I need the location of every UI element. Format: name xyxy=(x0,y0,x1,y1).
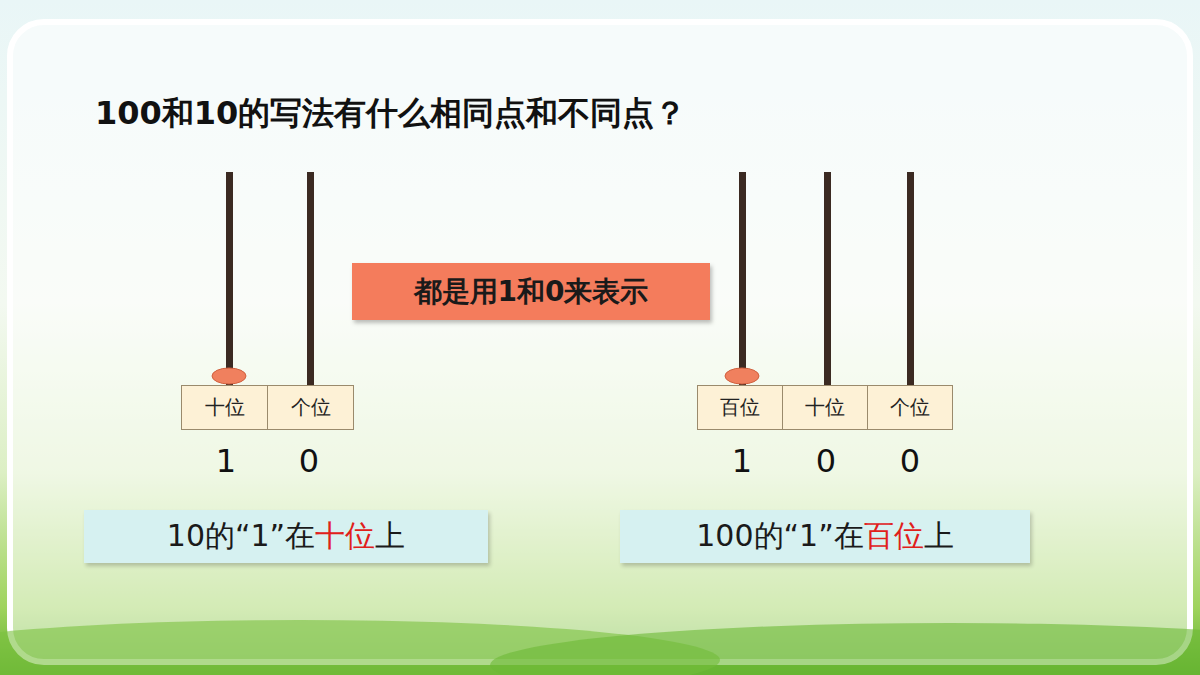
box-text: 个位 xyxy=(291,394,331,421)
box-text: 百位 xyxy=(720,394,760,421)
digit-label: 1 xyxy=(216,442,236,480)
box-text: 十位 xyxy=(805,394,845,421)
box-text: 10的“1”在十位上 xyxy=(167,516,405,557)
grass-hill xyxy=(490,623,1200,675)
abacus-rod xyxy=(307,172,314,385)
place-value-cell: 十位 xyxy=(782,385,868,430)
digit-label: 1 xyxy=(732,442,752,480)
abacus-bead xyxy=(212,368,246,384)
note-box: 100的“1”在百位上 xyxy=(620,510,1030,563)
abacus-rod xyxy=(226,172,233,385)
highlight-text: 十位 xyxy=(315,518,375,553)
note-box: 10的“1”在十位上 xyxy=(84,510,488,563)
abacus-rod xyxy=(907,172,914,385)
slide-panel xyxy=(10,22,1190,662)
box-text: 十位 xyxy=(205,394,245,421)
abacus-bead xyxy=(725,368,759,384)
digit-label: 0 xyxy=(900,442,920,480)
summary-box: 都是用1和0来表示 xyxy=(352,263,710,320)
place-value-cell: 十位 xyxy=(181,385,268,430)
box-text: 都是用1和0来表示 xyxy=(414,273,649,311)
place-value-cell: 个位 xyxy=(867,385,953,430)
digit-label: 0 xyxy=(816,442,836,480)
abacus-rod xyxy=(824,172,831,385)
box-text: 100的“1”在百位上 xyxy=(696,516,953,557)
digit-label: 0 xyxy=(299,442,319,480)
box-text: 个位 xyxy=(890,394,930,421)
place-value-cell: 个位 xyxy=(267,385,354,430)
place-value-cell: 百位 xyxy=(697,385,783,430)
abacus-rod xyxy=(739,172,746,385)
highlight-text: 百位 xyxy=(864,518,924,553)
slide-title: 100和10的写法有什么相同点和不同点？ xyxy=(95,92,686,136)
